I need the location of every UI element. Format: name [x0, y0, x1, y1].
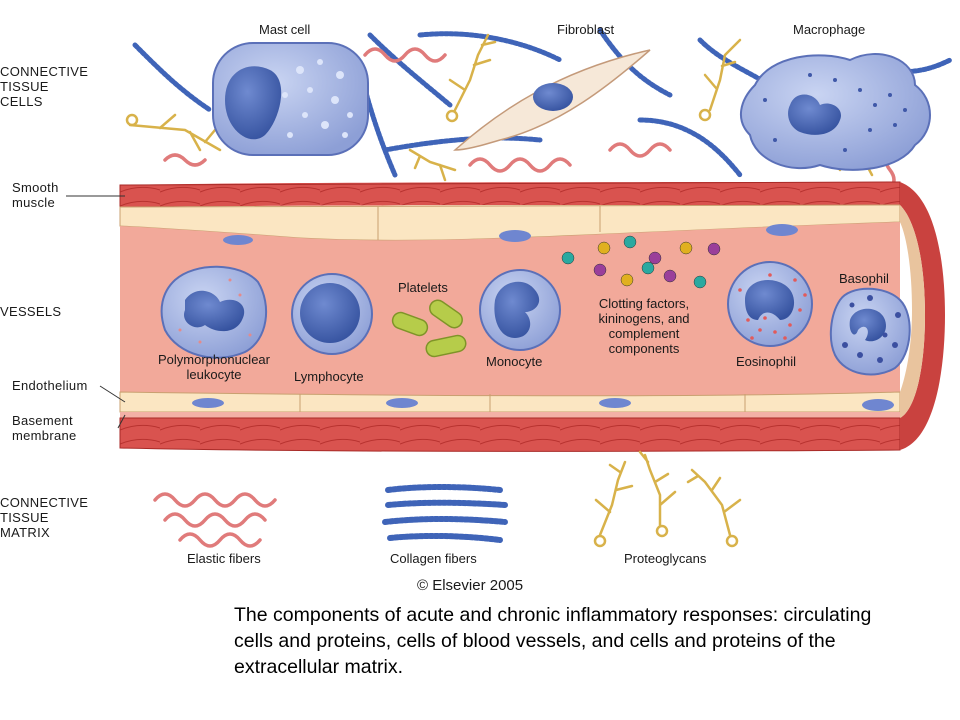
label-macrophage: Macrophage [793, 22, 866, 37]
label-lymphocyte: Lymphocyte [294, 369, 364, 384]
copyright-notice: © Elsevier 2005 [417, 577, 524, 594]
label-basophil: Basophil [839, 271, 889, 286]
figure-caption: The components of acute and chronic infl… [234, 604, 872, 678]
label-clotting-factors: Clotting factors, kininogens, and comple… [598, 296, 690, 356]
label-mast-cell: Mast cell [259, 22, 311, 37]
label-pmn-leukocyte: Polymorphonuclear leukocyte [157, 352, 270, 382]
label-proteoglycans: Proteoglycans [624, 551, 707, 566]
matrix-elastic-fibers [153, 492, 277, 548]
section-label-vessels: VESSELS [0, 304, 62, 319]
section-label-connective-tissue-matrix: CONNECTIVE TISSUE MATRIX [0, 495, 89, 540]
section-label-connective-tissue-cells: CONNECTIVE TISSUE CELLS [0, 64, 89, 109]
matrix-proteoglycans [593, 450, 742, 548]
pmn-leukocyte-shape [160, 265, 268, 359]
monocyte-shape [479, 269, 561, 351]
lymphocyte-shape [291, 273, 373, 355]
platelets-shape [391, 299, 467, 358]
basophil-shape [829, 287, 911, 376]
layer-label-basement-membrane: Basement membrane [12, 413, 77, 443]
label-monocyte: Monocyte [486, 354, 543, 369]
matrix-collagen-fibers [382, 484, 508, 543]
macrophage-shape [740, 53, 931, 171]
mast-cell-shape [212, 42, 369, 156]
fibroblast-shape [453, 49, 651, 151]
top-fibers [125, 27, 953, 212]
label-eosinophil: Eosinophil [736, 354, 796, 369]
label-elastic-fibers: Elastic fibers [187, 551, 261, 566]
label-fibroblast: Fibroblast [557, 22, 615, 37]
layer-label-endothelium: Endothelium [12, 378, 88, 393]
clotting-factor-dots [561, 235, 721, 289]
eosinophil-shape [727, 261, 813, 347]
label-collagen-fibers: Collagen fibers [390, 551, 477, 566]
inflammation-diagram [66, 27, 953, 548]
label-platelets: Platelets [398, 280, 448, 295]
diagram-artwork [66, 27, 953, 548]
layer-label-smooth-muscle: Smooth muscle [12, 180, 59, 210]
